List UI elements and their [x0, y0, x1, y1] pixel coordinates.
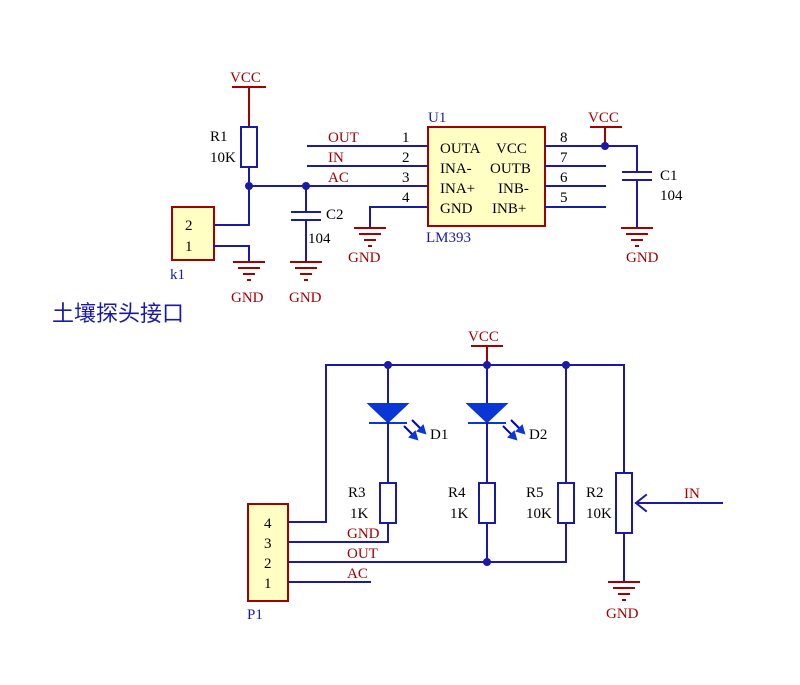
u1-pin-num-2: 2 [402, 150, 410, 166]
wire-r3-p1-gnd [287, 522, 389, 543]
gnd-label-k1: GND [231, 290, 264, 306]
u1-pin-name-ina-plus: INA+ [440, 181, 475, 197]
junction-out [483, 558, 491, 566]
r5-ref: R5 [526, 485, 544, 501]
wire-vcc-p1 [287, 364, 327, 523]
p1-pin-1: 1 [264, 576, 272, 592]
u1-pin-num-1: 1 [402, 130, 410, 146]
net-label-p1-out: OUT [347, 546, 378, 562]
gnd-symbol-c2 [290, 261, 322, 281]
potentiometer-r2 [615, 472, 633, 534]
wire-k1-gnd [213, 245, 250, 263]
r2-ref: R2 [586, 485, 604, 501]
r2-value: 10K [586, 506, 612, 522]
vcc-label-r1: VCC [230, 70, 261, 86]
gnd-label-c1: GND [626, 250, 659, 266]
u1-ref: U1 [428, 110, 446, 126]
u1-part: LM393 [426, 230, 471, 246]
r2-wiper-arrow [634, 493, 648, 513]
connector-p1 [247, 503, 289, 602]
u1-pin-name-outb: OUTB [490, 161, 531, 177]
led-d2 [465, 403, 526, 441]
gnd-symbol-r2 [608, 581, 640, 601]
r3-value: 1K [350, 506, 369, 522]
r4-value: 1K [450, 506, 469, 522]
wire-vcc-c1 [604, 145, 638, 173]
vcc-label-bottom: VCC [468, 329, 499, 345]
c2-ref: C2 [326, 207, 344, 223]
gnd-label-c2: GND [289, 290, 322, 306]
u1-pin-name-inb-minus: INB- [498, 181, 529, 197]
net-label-ac: AC [328, 170, 349, 186]
r3-ref: R3 [348, 485, 366, 501]
net-label-out: OUT [328, 130, 359, 146]
u1-pin-num-7: 7 [560, 150, 568, 166]
c1-value: 104 [660, 188, 683, 204]
d1-ref: D1 [430, 427, 448, 443]
p1-ref: P1 [247, 607, 263, 623]
u1-pin-name-inb-plus: INB+ [492, 201, 526, 217]
u1-pin-num-6: 6 [560, 170, 568, 186]
net-label-p1-ac: AC [347, 566, 368, 582]
capacitor-c1 [622, 171, 652, 229]
gnd-symbol-u1 [354, 227, 386, 247]
u1-pin-name-vcc: VCC [496, 141, 527, 157]
junction-r1 [245, 182, 253, 190]
wire-r1-k1 [213, 166, 250, 226]
r1-ref: R1 [210, 129, 228, 145]
r1-value: 10K [210, 150, 236, 166]
wire-pin4-gnd [369, 206, 429, 229]
p1-pin-3: 3 [264, 536, 272, 552]
gnd-label-u1: GND [348, 250, 381, 266]
net-label-in-r2: IN [684, 486, 700, 502]
capacitor-c2 [291, 185, 321, 263]
resistor-r4 [478, 482, 496, 524]
resistor-r5 [557, 482, 575, 524]
resistor-r1 [240, 126, 258, 168]
resistor-r3 [379, 482, 397, 524]
gnd-symbol-c1 [621, 227, 653, 247]
r4-ref: R4 [448, 485, 466, 501]
u1-pin-num-8: 8 [560, 130, 568, 146]
u1-pin-num-5: 5 [560, 190, 568, 206]
gnd-symbol-k1 [233, 261, 265, 281]
k1-ref: k1 [170, 267, 185, 283]
net-label-p1-gnd: GND [347, 526, 380, 542]
d2-ref: D2 [529, 427, 547, 443]
k1-pin-1: 1 [185, 239, 193, 255]
vcc-label-u1: VCC [588, 110, 619, 126]
gnd-label-r2: GND [606, 606, 639, 622]
u1-pin-name-ina-minus: INA- [440, 161, 472, 177]
u1-pin-num-3: 3 [402, 170, 410, 186]
u1-pin-name-outa: OUTA [440, 141, 481, 157]
p1-pin-4: 4 [264, 516, 272, 532]
p1-pin-2: 2 [264, 556, 272, 572]
k1-pin-2: 2 [185, 218, 193, 234]
u1-pin-num-4: 4 [402, 190, 410, 206]
vcc-symbol-r1 [232, 86, 266, 127]
caption-soil-probe: 土壤探头接口 [52, 302, 184, 327]
c1-ref: C1 [660, 168, 678, 184]
led-d1 [366, 403, 427, 441]
c2-value: 104 [308, 231, 331, 247]
ic-u1-lm393 [427, 126, 546, 227]
u1-pin-name-gnd: GND [440, 201, 473, 217]
connector-k1 [171, 206, 215, 261]
r5-value: 10K [526, 506, 552, 522]
net-label-in: IN [328, 150, 344, 166]
